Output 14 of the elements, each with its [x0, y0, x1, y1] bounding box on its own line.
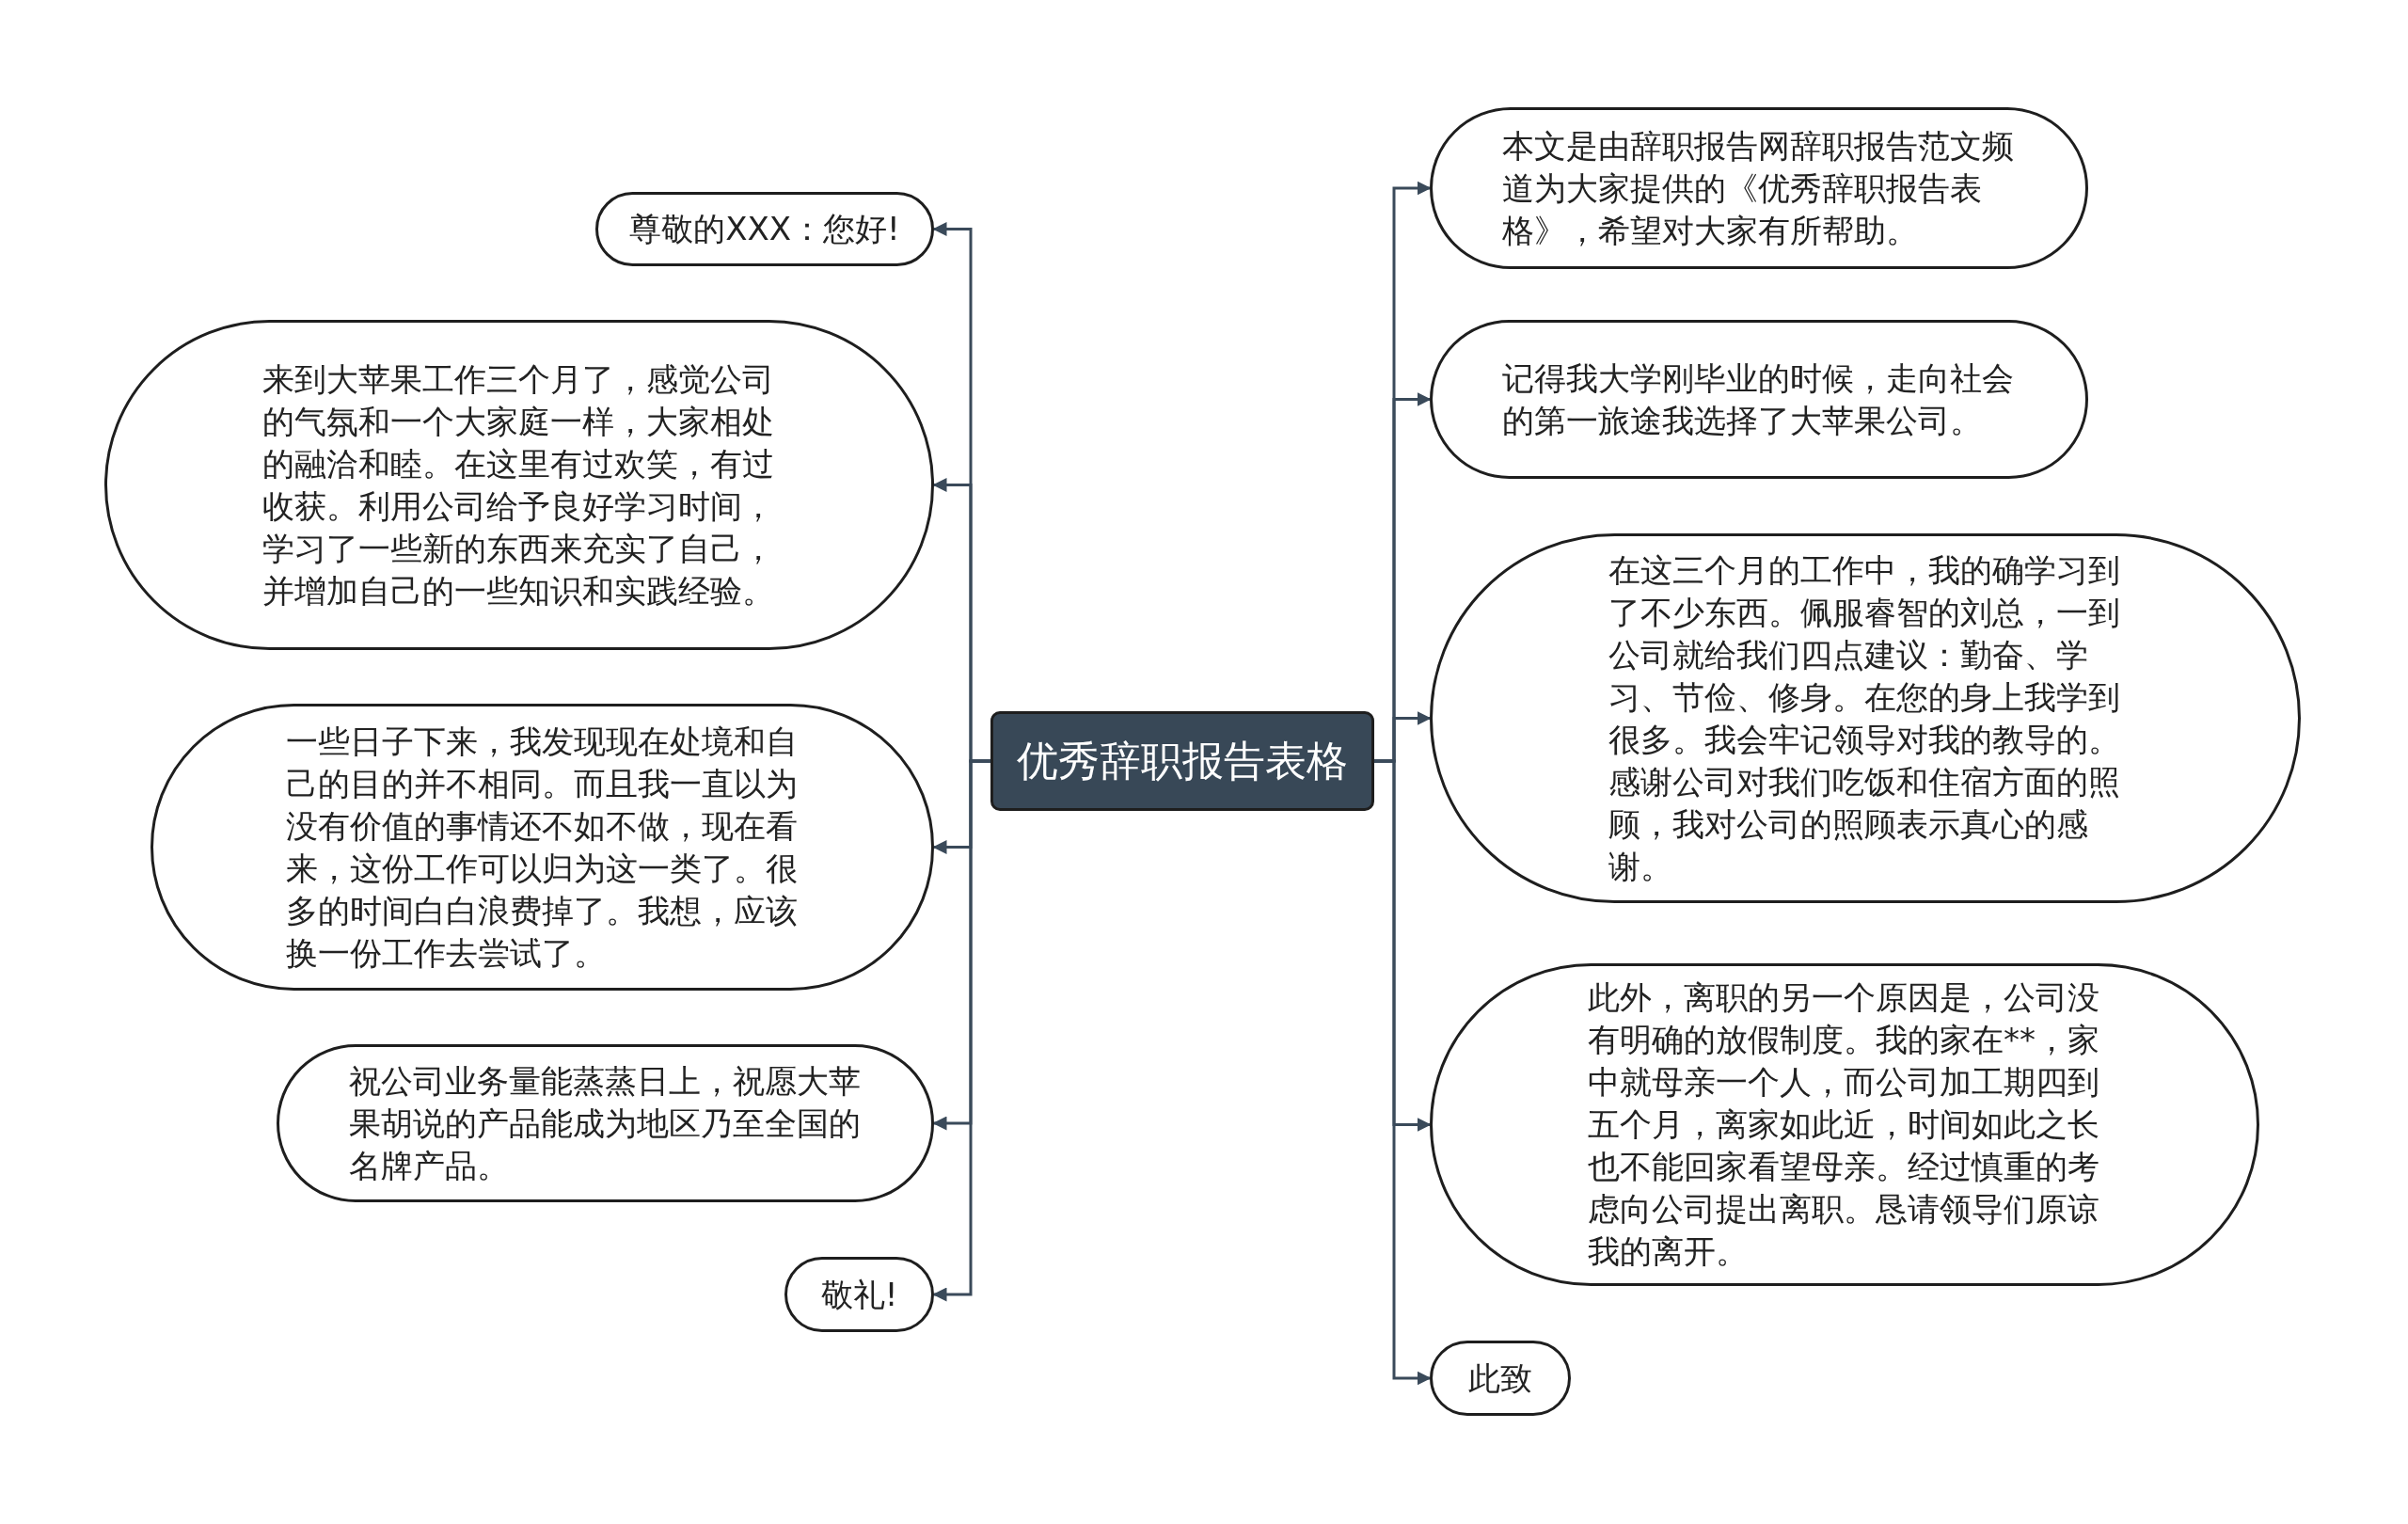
node-text: 本文是由辞职报告网辞职报告范文频道为大家提供的《优秀辞职报告表格》，希望对大家有所帮助。 — [1502, 125, 2015, 251]
node-text: 记得我大学刚毕业的时候，走向社会的第一旅途我选择了大苹果公司。 — [1502, 357, 2015, 441]
node-text: 尊敬的XXX：您好! — [629, 209, 900, 249]
topic-box — [990, 711, 1374, 811]
node-text: 此外，离职的另一个原因是，公司没有明确的放假制度。我的家在**，家中就母亲一个人，而公司加工期四到五个月，离家如此近，时间如此之长也不能回家看望母亲。经过慎重的考虑向公司提出离职。恳请领导们原谅我的离开。 — [1588, 977, 2100, 1272]
node-text: 祝公司业务量能蒸蒸日上，祝愿大苹果胡说的产品能成为地区乃至全国的名牌产品。 — [348, 1060, 862, 1186]
connector-arrow — [932, 759, 990, 1302]
topic-text: 优秀辞职报告表格 — [1017, 736, 1348, 786]
connector-arrow — [1374, 759, 1432, 1386]
node-text: 敬礼! — [820, 1274, 898, 1315]
node-text: 此致 — [1468, 1357, 1532, 1399]
node-text: 来到大苹果工作三个月了，感觉公司的气氛和一个大家庭一样，大家相处的融洽和睦。在这里有过欢笑，有过收获。利用公司给予良好学习时间，学习了一些新的东西来充实了自己，并增加自己的一些知识和实践经验。 — [262, 358, 775, 611]
node-text: 一些日子下来，我发现现在处境和自己的目的并不相同。而且我一直以为没有价值的事情还不如不做，现在看来，这份工作可以归为这一类了。很多的时间白白浪费掉了。我想，应该换一份工作去尝试了。 — [285, 721, 799, 974]
node-text: 在这三个月的工作中，我的确学习到了不少东西。佩服睿智的刘总，一到公司就给我们四点建议：勤奋、学习、节俭、修身。在您的身上我学到很多。我会牢记领导对我的教导的。感谢公司对我们吃饭和住宿方面的照顾，我对公司的照顾表示真心的感谢。 — [1608, 549, 2121, 887]
